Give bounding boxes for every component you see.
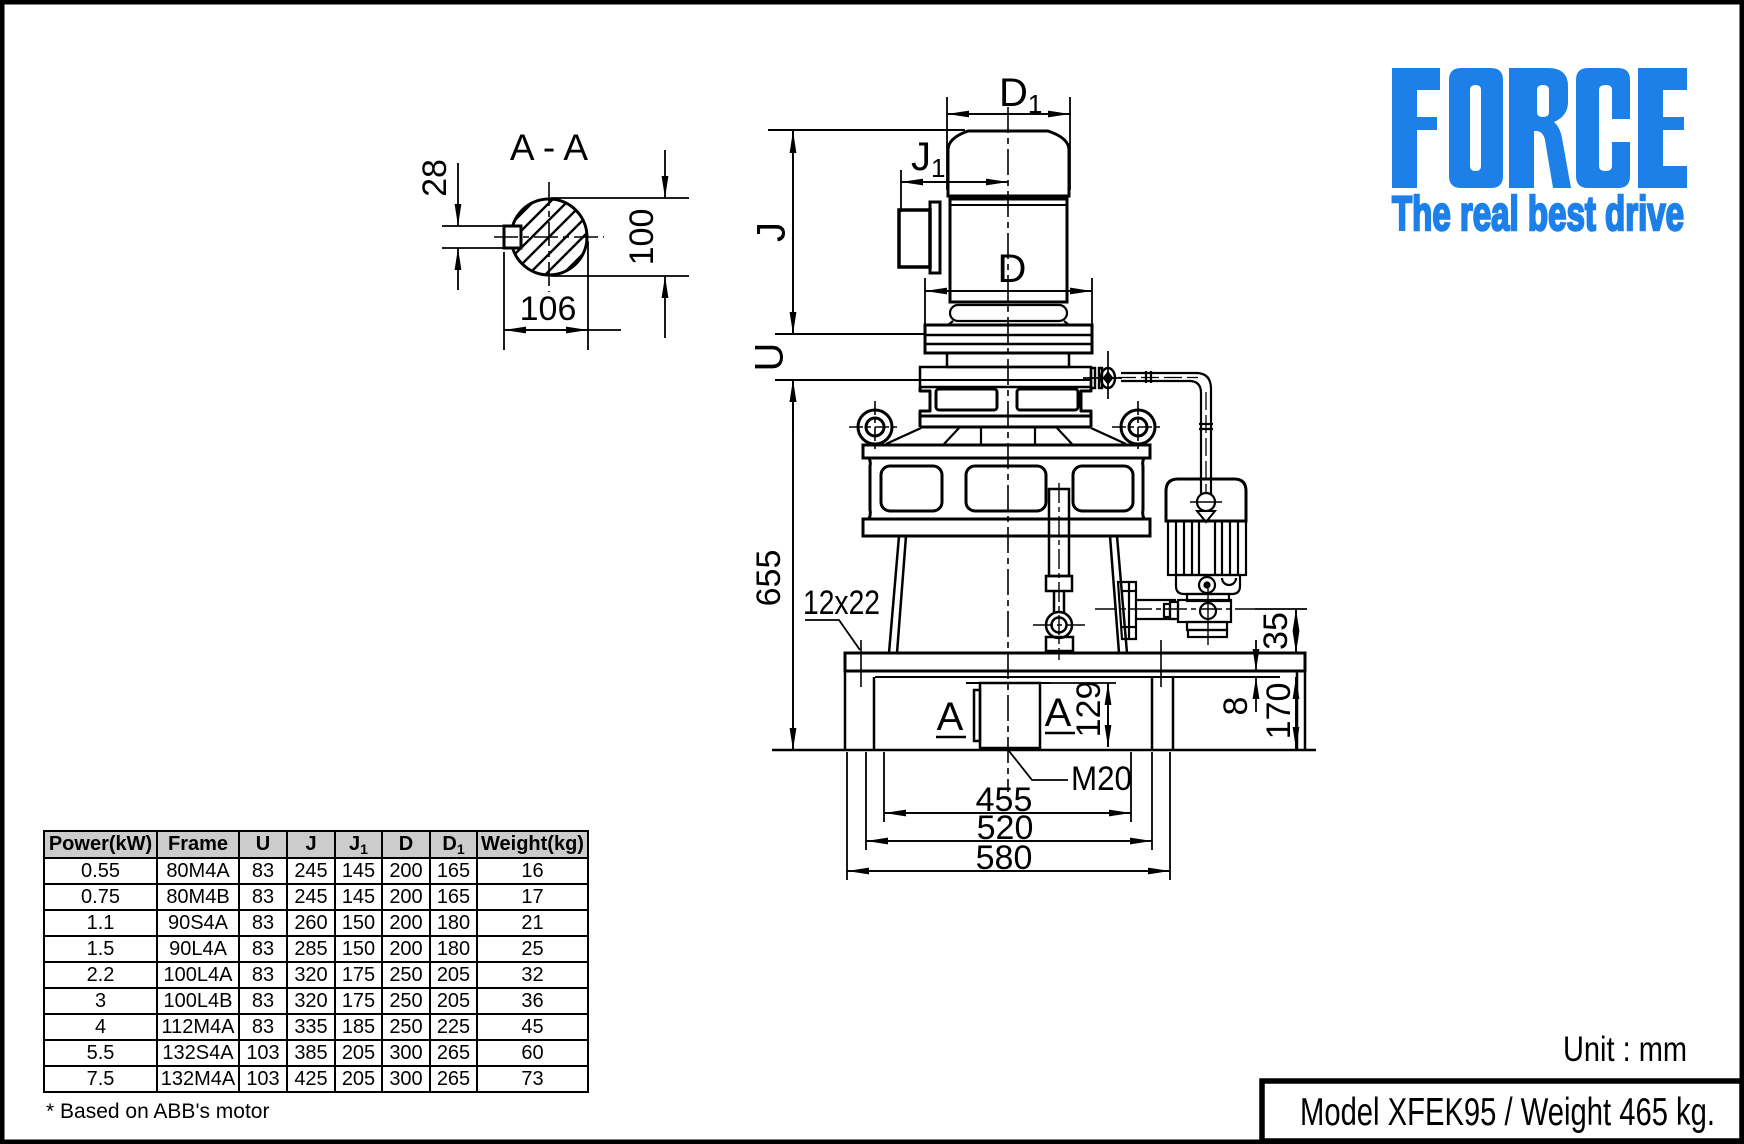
svg-text:35: 35 bbox=[1257, 612, 1295, 650]
svg-text:Unit : mm: Unit : mm bbox=[1563, 1030, 1687, 1069]
svg-text:100: 100 bbox=[623, 209, 661, 266]
svg-text:D: D bbox=[998, 247, 1027, 291]
svg-text:170: 170 bbox=[1260, 683, 1298, 740]
svg-text:U: U bbox=[748, 343, 792, 372]
svg-text:A: A bbox=[937, 695, 964, 739]
svg-text:A - A: A - A bbox=[510, 127, 588, 168]
svg-text:J: J bbox=[750, 222, 794, 242]
svg-text:M20: M20 bbox=[1071, 760, 1132, 798]
svg-text:455: 455 bbox=[976, 781, 1033, 819]
svg-text:A: A bbox=[1045, 691, 1072, 735]
svg-text:12x22: 12x22 bbox=[803, 584, 880, 622]
svg-text:The real best drive: The real best drive bbox=[1392, 188, 1684, 241]
svg-text:655: 655 bbox=[750, 550, 788, 607]
svg-text:28: 28 bbox=[416, 159, 454, 197]
svg-text:520: 520 bbox=[977, 809, 1034, 847]
svg-text:106: 106 bbox=[520, 290, 577, 328]
svg-text:J1: J1 bbox=[911, 135, 945, 183]
svg-text:129: 129 bbox=[1070, 681, 1108, 738]
svg-text:Model XFEK95 / Weight 465 kg.: Model XFEK95 / Weight 465 kg. bbox=[1300, 1091, 1715, 1134]
svg-text:8: 8 bbox=[1217, 697, 1255, 716]
svg-text:580: 580 bbox=[976, 839, 1033, 877]
svg-text:D1: D1 bbox=[999, 71, 1042, 119]
